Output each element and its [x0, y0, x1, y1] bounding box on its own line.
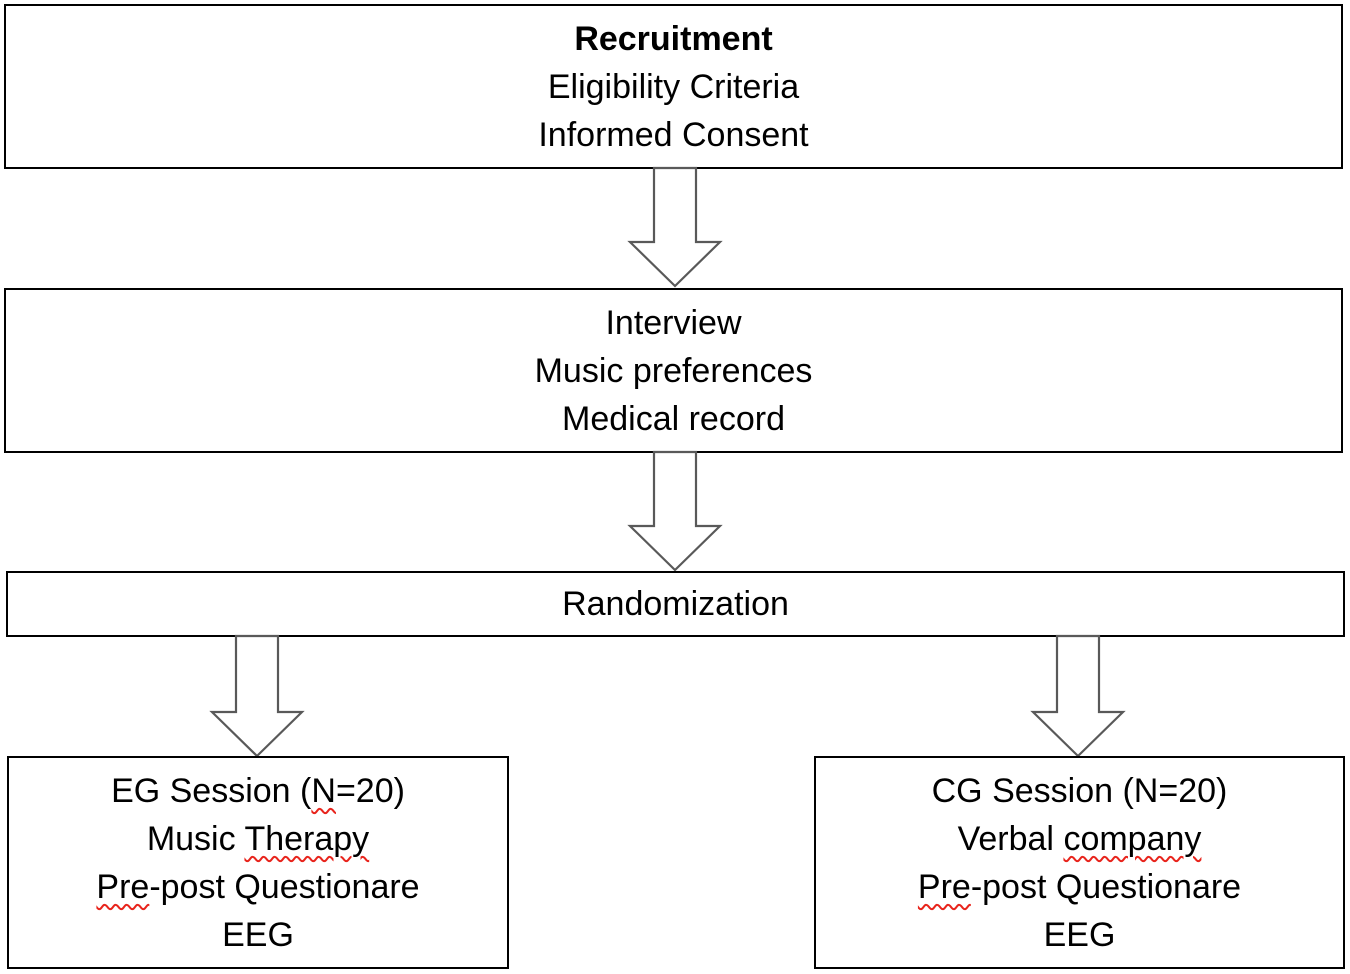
spellcheck-flag: Therapy: [244, 819, 370, 858]
spellcheck-flag: company: [1063, 819, 1202, 858]
arrow-interview-to-randomization: [627, 450, 723, 572]
arrow-recruitment-to-interview: [627, 166, 723, 288]
eg-eeg-text: EEG: [222, 915, 294, 954]
recruitment-title: Recruitment: [574, 19, 773, 58]
informed-consent-text: Informed Consent: [538, 115, 809, 154]
interview-box: Interview Music preferences Medical reco…: [4, 288, 1343, 453]
cg-eeg-text: EEG: [1043, 915, 1116, 954]
arrow-randomization-to-eg: [209, 634, 305, 758]
randomization-text: Randomization: [562, 585, 789, 623]
eg-session-title: EG Session (N=20): [111, 771, 405, 810]
spellcheck-flag: N: [311, 771, 336, 810]
music-therapy-text: Music Therapy: [146, 819, 370, 858]
spellcheck-flag: Pre: [96, 867, 150, 906]
medical-record-text: Medical record: [562, 399, 785, 438]
randomization-box: Randomization: [6, 571, 1345, 637]
eligibility-criteria-text: Eligibility Criteria: [547, 67, 800, 106]
arrow-randomization-to-cg: [1030, 634, 1126, 758]
cg-session-title: CG Session (N=20): [931, 771, 1228, 810]
recruitment-box: Recruitment Eligibility Criteria Informe…: [4, 4, 1343, 169]
cg-session-box: CG Session (N=20) Verbal company Pre-pos…: [814, 756, 1345, 969]
interview-text: Interview: [605, 303, 742, 342]
eg-questionnaire-text: Pre-post Questionare: [96, 867, 420, 906]
eg-session-box: EG Session (N=20) Music Therapy Pre-post…: [7, 756, 509, 969]
cg-questionnaire-text: Pre-post Questionare: [917, 867, 1242, 906]
spellcheck-flag: Pre: [917, 867, 971, 906]
music-preferences-text: Music preferences: [534, 351, 813, 390]
verbal-company-text: Verbal company: [957, 819, 1202, 858]
